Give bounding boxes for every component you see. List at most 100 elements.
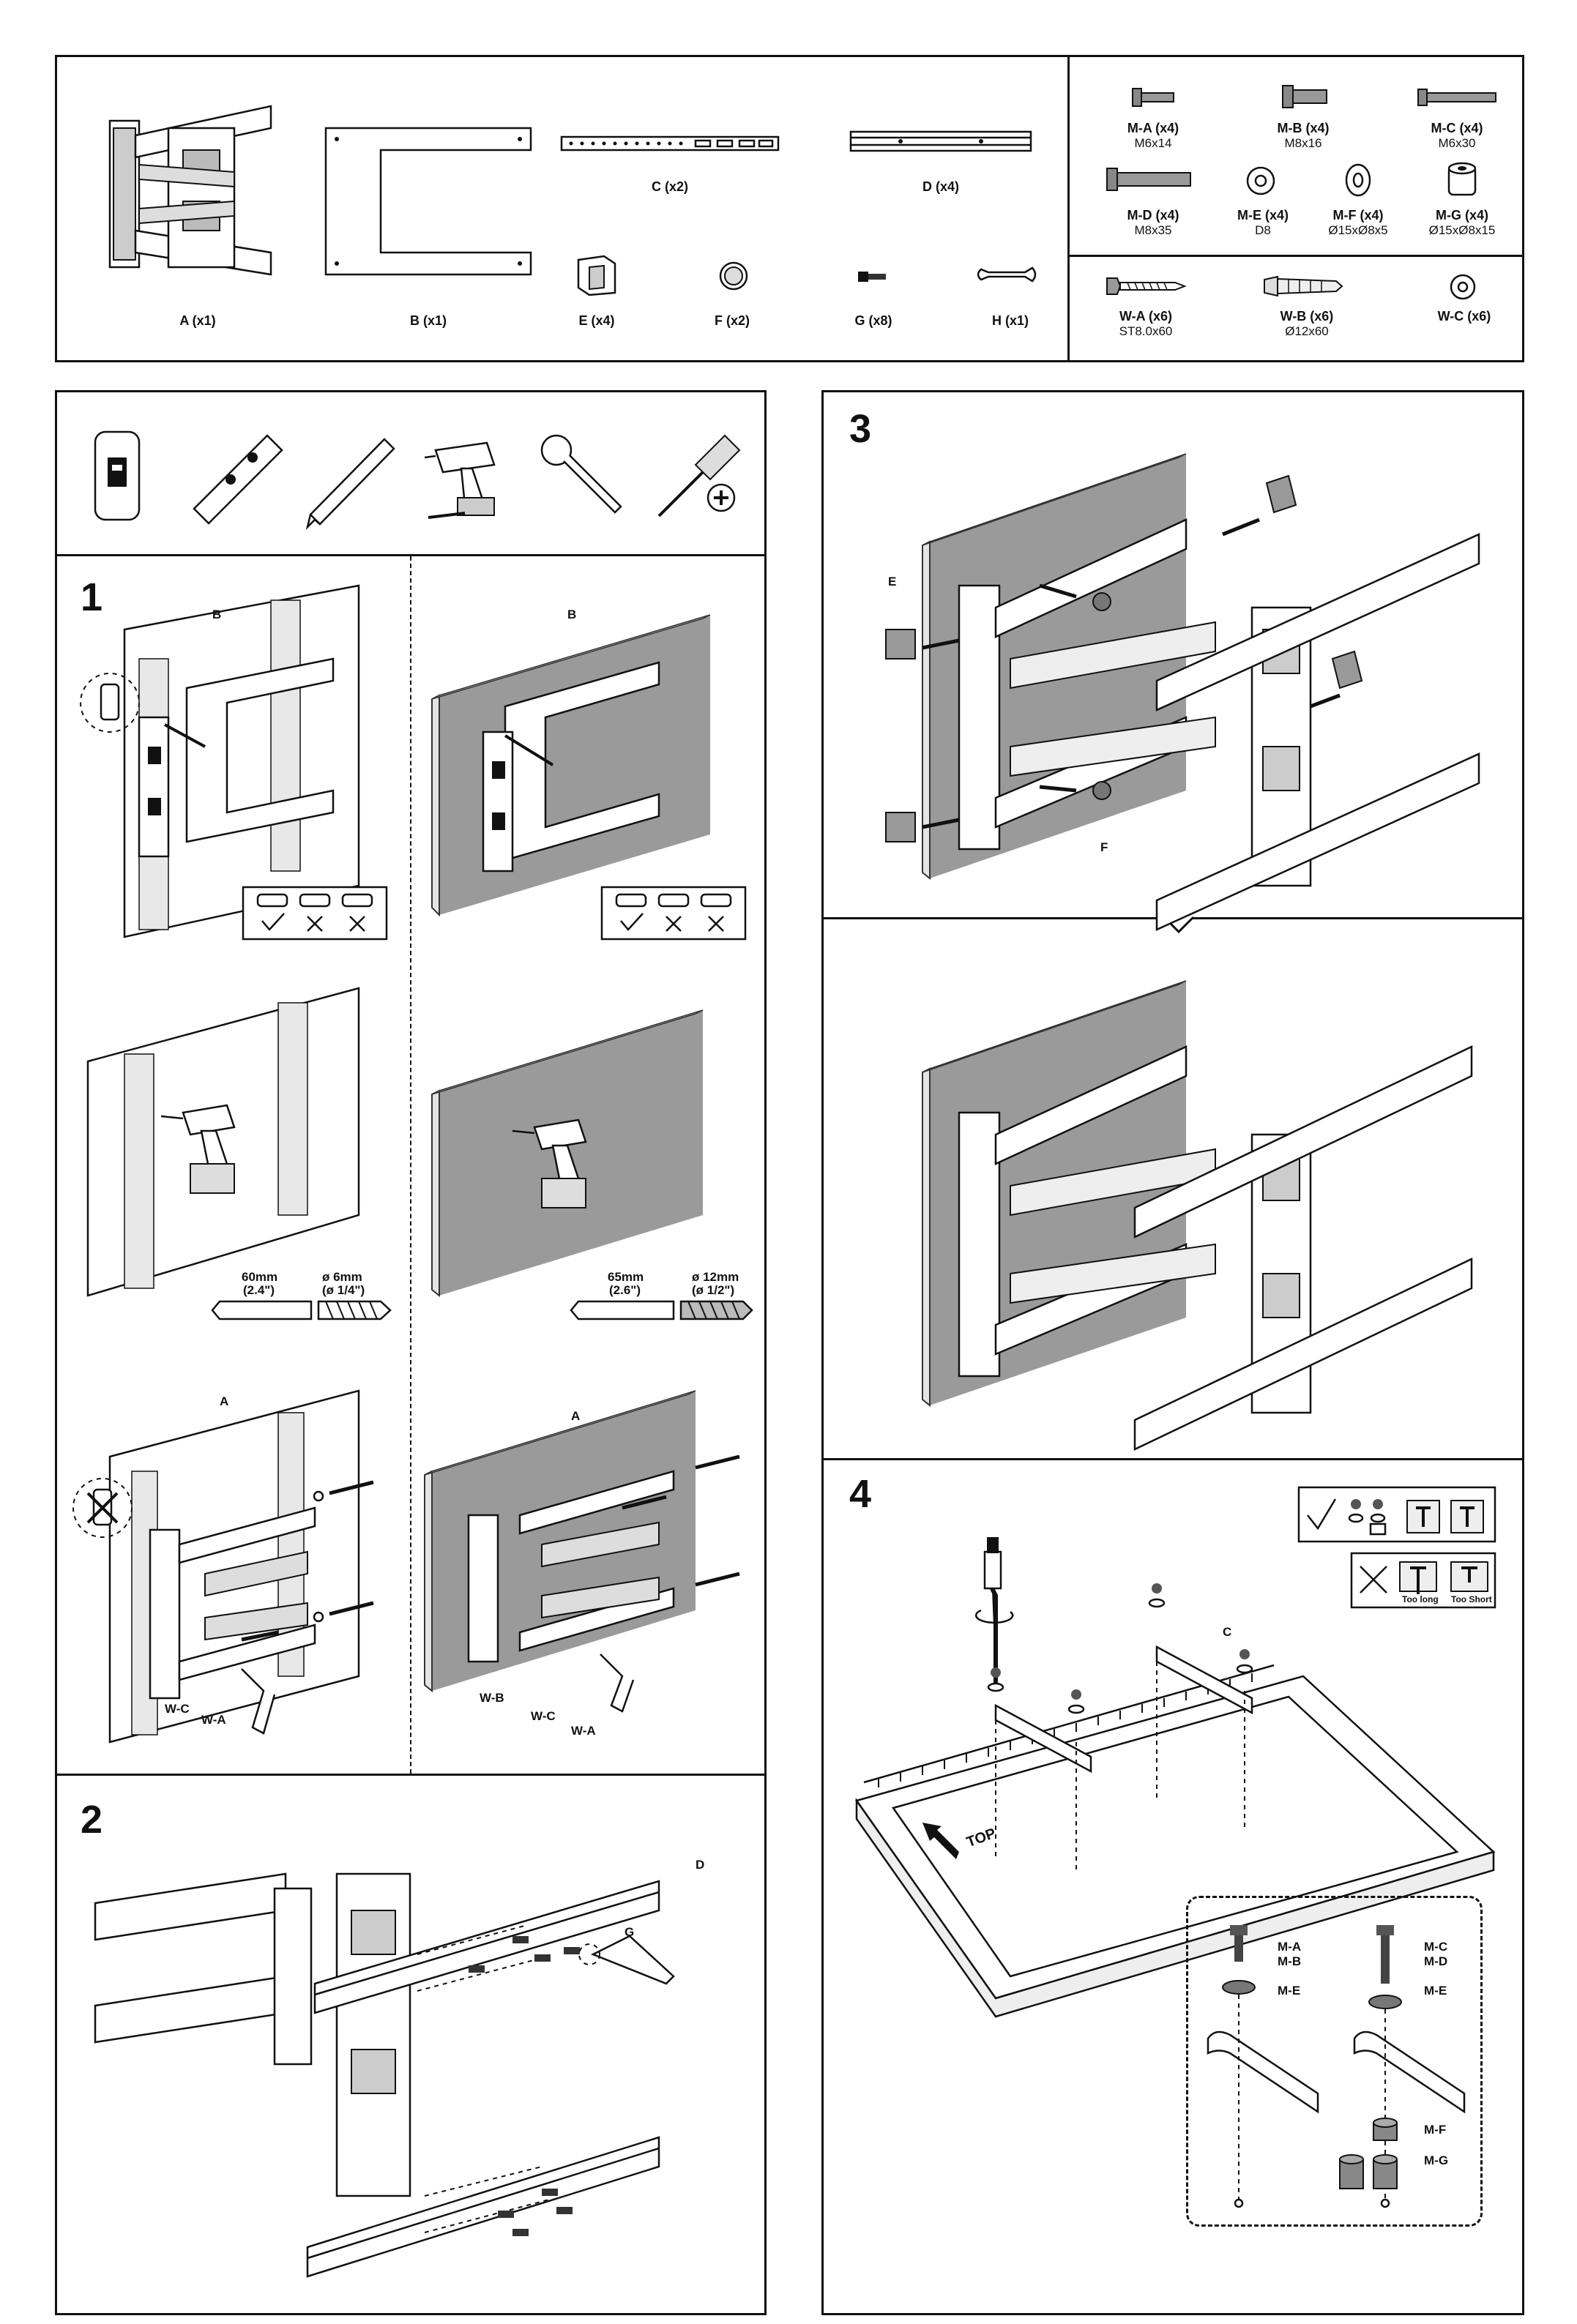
screw-ma-size: M6x14 — [1134, 136, 1172, 150]
step2-rail-assembly — [94, 1872, 675, 2278]
step1-wood-mark — [80, 584, 360, 938]
step4-too-short: Too Short — [1451, 1594, 1492, 1604]
step1-wood-drill — [86, 987, 360, 1297]
socket-wrench-icon — [540, 434, 622, 514]
parts-divider — [1067, 55, 1070, 362]
step1-concrete-drill-mm: ø 12mm — [692, 1270, 739, 1284]
step4-detail-mb: M-B — [1278, 1954, 1302, 1968]
part-a-label: A (x1) — [179, 313, 216, 328]
washer-me-size: D8 — [1255, 223, 1271, 237]
step4-detail-drawing — [1207, 1925, 1466, 2208]
lag-bolt-wa-icon — [1106, 277, 1187, 295]
step4-correct-legend — [1297, 1486, 1496, 1543]
spacer-mg-label: M-G (x4) — [1436, 208, 1488, 223]
step4-incorrect-legend — [1350, 1552, 1496, 1609]
hardware-divider — [1067, 255, 1524, 257]
drill-icon — [424, 441, 496, 519]
step-4-number: 4 — [849, 1472, 872, 1516]
step1-wood-drill-depth — [211, 1300, 392, 1320]
step2-divider — [55, 1774, 767, 1776]
step1-wood-label-wc: W-C — [165, 1702, 190, 1716]
step1-concrete-mark — [431, 614, 711, 917]
phillips-screwdriver-icon — [657, 434, 741, 518]
step2-label-d: D — [696, 1858, 705, 1872]
screw-md-label: M-D (x4) — [1127, 208, 1179, 223]
wall-wc-label: W-C (x6) — [1437, 309, 1491, 324]
step4-detail-ma: M-A — [1278, 1940, 1302, 1954]
step4-panel — [821, 1458, 1524, 2315]
step1-concrete-check-legend — [600, 886, 747, 941]
anchor-wb-icon — [1264, 275, 1343, 297]
level-icon — [193, 434, 283, 525]
step4-too-long: Too long — [1402, 1594, 1439, 1604]
screw-ma-label: M-A (x4) — [1127, 121, 1179, 135]
part-f-drawing — [719, 261, 748, 291]
screw-md-size: M8x35 — [1134, 223, 1172, 237]
step1-concrete-label-wb: W-B — [480, 1691, 504, 1705]
step1-concrete-label-wc: W-C — [531, 1709, 556, 1723]
step1-concrete-label-wa: W-A — [571, 1724, 596, 1738]
step3-label-e: E — [888, 575, 897, 589]
part-d-drawing — [849, 130, 1032, 152]
part-f-label: F (x2) — [714, 313, 750, 328]
step3-label-f: F — [1100, 840, 1108, 854]
part-e-drawing — [577, 255, 616, 296]
step1-wood-check-legend — [242, 886, 388, 941]
step4-label-c: C — [1223, 1625, 1232, 1639]
washer-wc-icon — [1450, 274, 1476, 300]
part-h-drawing — [977, 266, 1037, 283]
screw-mb-size: M8x16 — [1284, 136, 1322, 150]
step4-detail-inset — [1186, 1896, 1483, 2227]
wall-wa-size: ST8.0x60 — [1119, 324, 1173, 338]
part-h-label: H (x1) — [991, 313, 1029, 328]
step4-detail-me-right: M-E — [1424, 1984, 1447, 1998]
step4-tv-back — [854, 1537, 1496, 2018]
screw-ma-icon — [1132, 88, 1174, 107]
step1-wood-mount — [72, 1389, 374, 1744]
spacer-mf-label: M-F (x4) — [1332, 208, 1384, 223]
wall-wa-label: W-A (x6) — [1119, 309, 1172, 324]
spacer-mf-icon — [1345, 163, 1371, 197]
part-e-label: E (x4) — [578, 313, 615, 328]
tools-divider — [55, 554, 767, 556]
part-g-label: G (x8) — [854, 313, 892, 328]
spacer-mg-size: Ø15xØ8x15 — [1428, 223, 1496, 237]
screw-md-icon — [1106, 168, 1191, 191]
part-g-drawing — [858, 272, 886, 282]
part-c-label: C (x2) — [651, 179, 688, 194]
parts-panel — [55, 55, 1524, 362]
step1-wood-depth-mm: 60mm — [242, 1270, 278, 1284]
screw-mb-label: M-B (x4) — [1277, 121, 1330, 135]
step4-detail-mg: M-G — [1424, 2153, 1449, 2167]
washer-me-icon — [1246, 166, 1275, 195]
screw-mc-label: M-C (x4) — [1431, 121, 1483, 135]
left-panel — [55, 390, 767, 2315]
screw-mc-size: M6x30 — [1438, 136, 1476, 150]
part-a-drawing — [108, 105, 272, 276]
step1-wood-label-wa: W-A — [201, 1713, 226, 1727]
spacer-mg-icon — [1447, 162, 1477, 196]
step1-concrete-drill-depth — [570, 1300, 753, 1320]
pencil-icon — [305, 438, 395, 530]
step-1-number: 1 — [81, 575, 103, 619]
step1-concrete-label-a: A — [571, 1409, 581, 1423]
stud-finder-icon — [94, 430, 141, 521]
step3-result — [922, 980, 1473, 1451]
screw-mb-icon — [1282, 85, 1327, 108]
part-b-drawing — [324, 127, 532, 276]
wall-wb-size: Ø12x60 — [1285, 324, 1329, 338]
step4-detail-me-left: M-E — [1278, 1984, 1301, 1998]
step4-detail-mf: M-F — [1424, 2123, 1447, 2137]
part-c-drawing — [560, 135, 780, 152]
part-d-label: D (x4) — [922, 179, 959, 194]
screw-mc-icon — [1417, 89, 1496, 106]
step4-detail-md: M-D — [1424, 1954, 1448, 1968]
step4-detail-mc: M-C — [1424, 1940, 1448, 1954]
step-2-number: 2 — [81, 1798, 103, 1842]
step1-wood-depth-in: (2.4") — [243, 1283, 275, 1297]
step1-wood-drill-in: (ø 1/4") — [322, 1283, 365, 1297]
step1-mid-divider — [410, 556, 411, 1774]
step1-wood-label-b: B — [212, 608, 222, 621]
step1-wood-label-a: A — [220, 1394, 229, 1408]
step1-concrete-depth-in: (2.6") — [609, 1283, 641, 1297]
